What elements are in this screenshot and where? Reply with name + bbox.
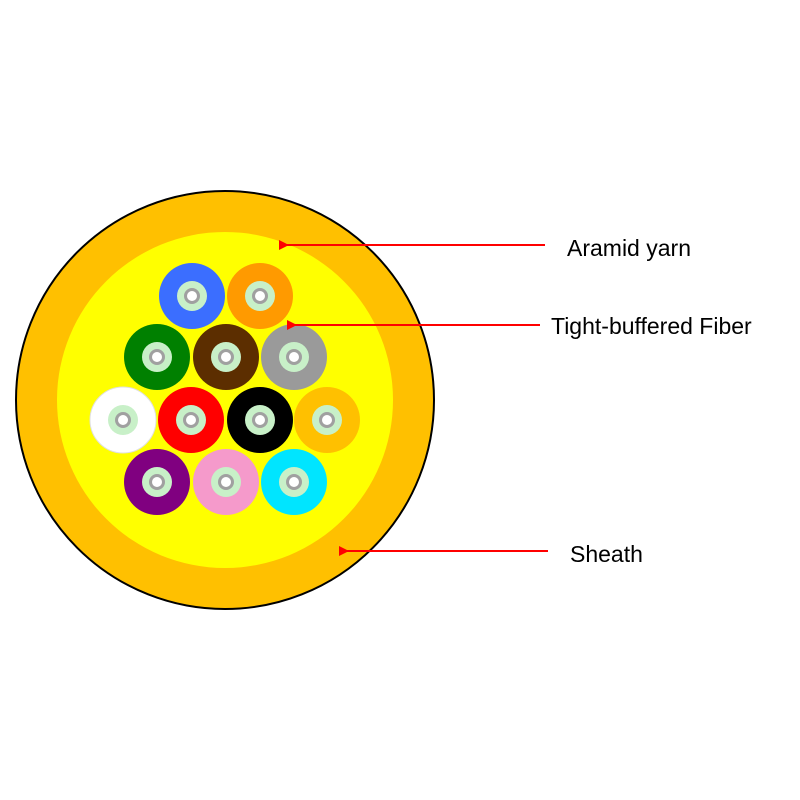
tight-buffered-fiber-label: Tight-buffered Fiber [551, 313, 752, 339]
fiber-aqua [261, 449, 327, 515]
fiber-red [158, 387, 224, 453]
fiber-blue-core [187, 291, 197, 301]
fiber-rose-core [221, 477, 231, 487]
fiber-yellow [294, 387, 360, 453]
fiber-green-core [152, 352, 162, 362]
fiber-white [89, 386, 157, 454]
fiber-white-core [118, 415, 128, 425]
sheath-label: Sheath [570, 541, 643, 567]
fiber-orange [227, 263, 293, 329]
fiber-blue [159, 263, 225, 329]
fiber-rose [193, 449, 259, 515]
fiber-red-core [186, 415, 196, 425]
fiber-orange-core [255, 291, 265, 301]
fiber-aqua-core [289, 477, 299, 487]
tight-buffered-fibers [89, 263, 360, 515]
fiber-violet [124, 449, 190, 515]
aramid-yarn-label: Aramid yarn [567, 235, 691, 261]
fiber-brown-core [221, 352, 231, 362]
fiber-green [124, 324, 190, 390]
fiber-black [227, 387, 293, 453]
fiber-black-core [255, 415, 265, 425]
fiber-slate-core [289, 352, 299, 362]
fiber-yellow-core [322, 415, 332, 425]
fiber-violet-core [152, 477, 162, 487]
fiber-brown [193, 324, 259, 390]
fiber-slate [261, 324, 327, 390]
